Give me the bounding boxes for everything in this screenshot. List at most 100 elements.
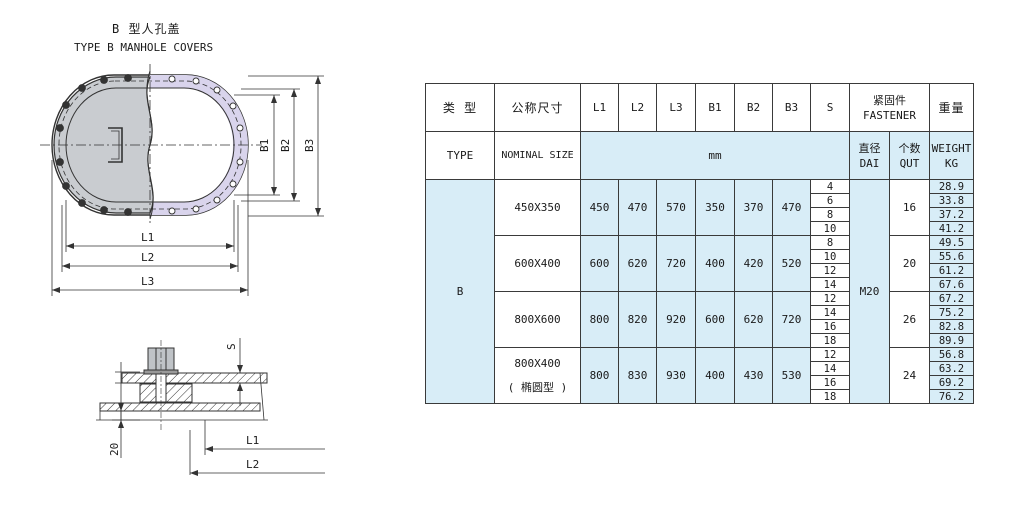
- header-fastener: 紧固件 FASTENER: [849, 83, 930, 132]
- thickness-cell: 12: [810, 347, 850, 362]
- cell-l1: 450: [580, 179, 619, 236]
- qut-cell: 20: [889, 235, 930, 292]
- nominal-size-cell: 800X600: [494, 291, 581, 348]
- cell-b1: 600: [695, 291, 735, 348]
- nominal-size: 800X400: [514, 356, 561, 370]
- table-row: 10 55.6: [426, 249, 974, 264]
- thickness-cell: 16: [810, 375, 850, 390]
- weight-cell: 82.8: [929, 319, 974, 334]
- cell-l2: 620: [618, 235, 657, 292]
- thickness-cell: 12: [810, 263, 850, 278]
- weight-cell: 41.2: [929, 221, 974, 236]
- header-size-cn: 公称尺寸: [494, 83, 581, 132]
- header-weight-cn: 重量: [929, 83, 974, 132]
- table-row: 14 75.2: [426, 305, 974, 320]
- nominal-size: 800X600: [514, 313, 561, 326]
- cell-l2: 830: [618, 347, 657, 404]
- header-fastener-en: FASTENER: [863, 108, 916, 122]
- header-qut-cn: 个数: [898, 141, 921, 155]
- weight-cell: 75.2: [929, 305, 974, 320]
- cell-b3: 520: [772, 235, 811, 292]
- weight-cell: 63.2: [929, 361, 974, 376]
- thickness-cell: 18: [810, 389, 850, 404]
- qut-cell: 26: [889, 291, 930, 348]
- thickness-cell: 16: [810, 319, 850, 334]
- thickness-cell: 14: [810, 361, 850, 376]
- header-weight-unit: KG: [944, 156, 959, 170]
- nominal-size: 450X350: [514, 201, 561, 214]
- dim-l3-label: L3: [141, 275, 154, 288]
- weight-cell: 67.6: [929, 277, 974, 292]
- header-l1: L1: [580, 83, 619, 132]
- weight-cell: 61.2: [929, 263, 974, 278]
- cell-b1: 350: [695, 179, 735, 236]
- header-qut: 个数 QUT: [889, 131, 930, 180]
- weight-cell: 76.2: [929, 389, 974, 404]
- cell-l2: 470: [618, 179, 657, 236]
- header-b2: B2: [734, 83, 773, 132]
- thickness-cell: 8: [810, 235, 850, 250]
- weight-cell: 67.2: [929, 291, 974, 306]
- nominal-size-cell: 600X400: [494, 235, 581, 292]
- dai-cell: M20: [849, 179, 890, 404]
- header-row-1: 类 型 公称尺寸 L1 L2 L3 B1 B2 B3 S 紧固件 FASTENE…: [425, 83, 974, 132]
- dim-20-label: 20: [108, 443, 121, 456]
- nominal-size-cell: 800X400 ( 椭圆型 ): [494, 347, 581, 404]
- header-dai-cn: 直径: [858, 141, 881, 155]
- weight-cell: 55.6: [929, 249, 974, 264]
- table-row: 14 67.6: [426, 277, 974, 292]
- thickness-cell: 10: [810, 249, 850, 264]
- dim-l1-label: L1: [141, 231, 154, 244]
- nominal-size-note: ( 椭圆型 ): [507, 380, 568, 394]
- header-l3: L3: [656, 83, 696, 132]
- thickness-cell: 6: [810, 193, 850, 208]
- thickness-cell: 12: [810, 291, 850, 306]
- cell-l2: 820: [618, 291, 657, 348]
- header-qut-en: QUT: [899, 156, 920, 170]
- thickness-cell: 4: [810, 179, 850, 194]
- table-row: 18 76.2: [426, 389, 974, 404]
- thickness-cell: 14: [810, 305, 850, 320]
- cell-l1: 600: [580, 235, 619, 292]
- header-weight: WEIGHT KG: [929, 131, 974, 180]
- cell-l3: 920: [656, 291, 696, 348]
- header-type-en: TYPE: [425, 131, 495, 180]
- drawing-title-cn: B 型人孔盖: [112, 22, 181, 36]
- section-l1-label: L1: [246, 434, 259, 447]
- thickness-cell: 18: [810, 333, 850, 348]
- dim-b1-label: B1: [258, 139, 271, 152]
- header-weight-en: WEIGHT: [931, 141, 972, 155]
- nominal-size: 600X400: [514, 257, 561, 270]
- header-b1: B1: [695, 83, 735, 132]
- weight-cell: 69.2: [929, 375, 974, 390]
- dim-l2-label: L2: [141, 251, 154, 264]
- spec-table: 类 型 公称尺寸 L1 L2 L3 B1 B2 B3 S 紧固件 FASTENE…: [425, 83, 974, 404]
- cell-b2: 430: [734, 347, 773, 404]
- thickness-cell: 10: [810, 221, 850, 236]
- drawing-title-en: TYPE B MANHOLE COVERS: [74, 41, 214, 54]
- weight-cell: 37.2: [929, 207, 974, 222]
- dim-b3-label: B3: [303, 139, 316, 152]
- cell-b1: 400: [695, 347, 735, 404]
- thickness-cell: 8: [810, 207, 850, 222]
- header-size-en: NOMINAL SIZE: [494, 131, 581, 180]
- header-row-2: TYPE NOMINAL SIZE mm 直径 DAI 个数 QUT WEIGH…: [425, 131, 974, 180]
- cell-l3: 930: [656, 347, 696, 404]
- cell-b2: 620: [734, 291, 773, 348]
- header-type-cn: 类 型: [425, 83, 495, 132]
- cell-b2: 420: [734, 235, 773, 292]
- section-cover: [121, 372, 268, 384]
- header-dai-en: DAI: [859, 156, 880, 170]
- qut-cell: 24: [889, 347, 930, 404]
- thickness-cell: 14: [810, 277, 850, 292]
- nominal-size-cell: 450X350: [494, 179, 581, 236]
- section-deck: [99, 402, 261, 412]
- cell-b3: 530: [772, 347, 811, 404]
- weight-cell: 49.5: [929, 235, 974, 250]
